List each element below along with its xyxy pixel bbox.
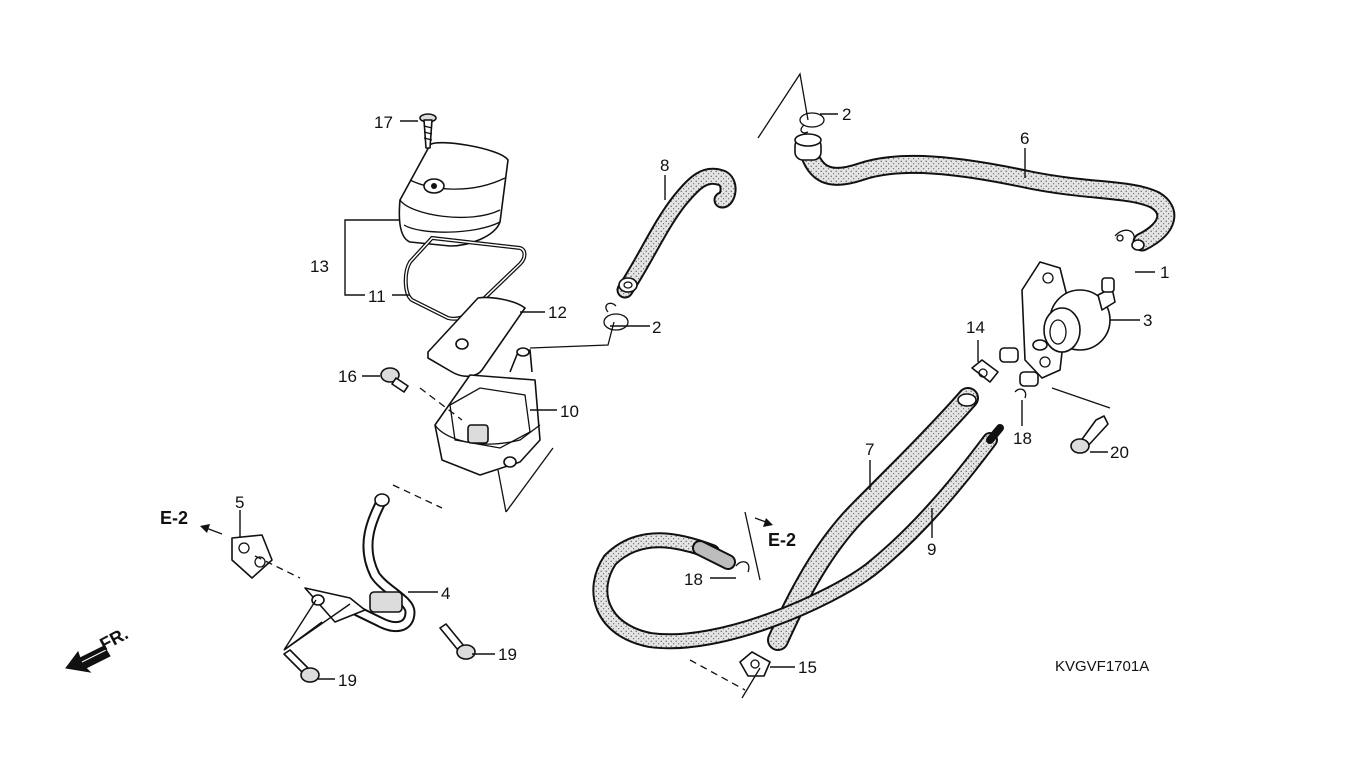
callout-2-upper: 2 [842, 105, 851, 124]
front-arrow: FR. [65, 623, 131, 673]
callout-6: 6 [1020, 129, 1029, 148]
callouts: 1 2 2 3 4 5 6 7 8 9 10 11 12 13 14 15 16… [235, 105, 1169, 690]
ref-arrow-right: E-2 [754, 517, 796, 550]
callout-12: 12 [548, 303, 567, 322]
callout-8: 8 [660, 156, 669, 175]
ref-arrow-left: E-2 [160, 508, 223, 535]
callout-7: 7 [865, 440, 874, 459]
bolt-16 [380, 367, 409, 393]
clip-2-middle [603, 302, 629, 331]
callout-13: 13 [310, 257, 329, 276]
leader-lines [239, 113, 1155, 680]
hose-8 [616, 167, 737, 299]
screw-17 [419, 113, 437, 149]
hose-9 [592, 424, 1004, 650]
bolt-19-right [439, 623, 476, 660]
clip-18-left [735, 561, 750, 573]
pipe-bracket-4 [259, 493, 416, 660]
clamp-15 [739, 651, 771, 677]
bolt-20 [1070, 415, 1109, 454]
cover-13 [398, 141, 509, 247]
callout-19-lower: 19 [338, 671, 357, 690]
clip-2-upper [799, 112, 825, 134]
callout-14: 14 [966, 318, 985, 337]
ref-label-right: E-2 [768, 530, 796, 550]
callout-4: 4 [441, 584, 450, 603]
callout-18-left: 18 [684, 570, 703, 589]
callout-10: 10 [560, 402, 579, 421]
callout-17: 17 [374, 113, 393, 132]
plate-5 [231, 534, 273, 579]
callout-20: 20 [1110, 443, 1129, 462]
callout-9: 9 [927, 540, 936, 559]
callout-16: 16 [338, 367, 357, 386]
filter-element-12 [427, 296, 526, 378]
callout-3: 3 [1143, 311, 1152, 330]
assembly-lines [254, 72, 1111, 699]
callout-15: 15 [798, 658, 817, 677]
callout-1: 1 [1160, 263, 1169, 282]
bolt-19-lower [283, 649, 320, 683]
callout-5: 5 [235, 493, 244, 512]
ref-label-left: E-2 [160, 508, 188, 528]
hose-7 [767, 387, 979, 651]
callout-19-right: 19 [498, 645, 517, 664]
case-10 [434, 347, 541, 476]
hose-6 [794, 133, 1176, 252]
callout-2-middle: 2 [652, 318, 661, 337]
diagram-code: KVGVF1701A [1055, 658, 1149, 675]
callout-18-right: 18 [1013, 429, 1032, 448]
clip-18-right [1014, 388, 1027, 399]
callout-11: 11 [368, 287, 386, 306]
valve-3 [999, 261, 1116, 387]
clip-14 [971, 359, 999, 383]
clip-1 [1114, 229, 1135, 242]
